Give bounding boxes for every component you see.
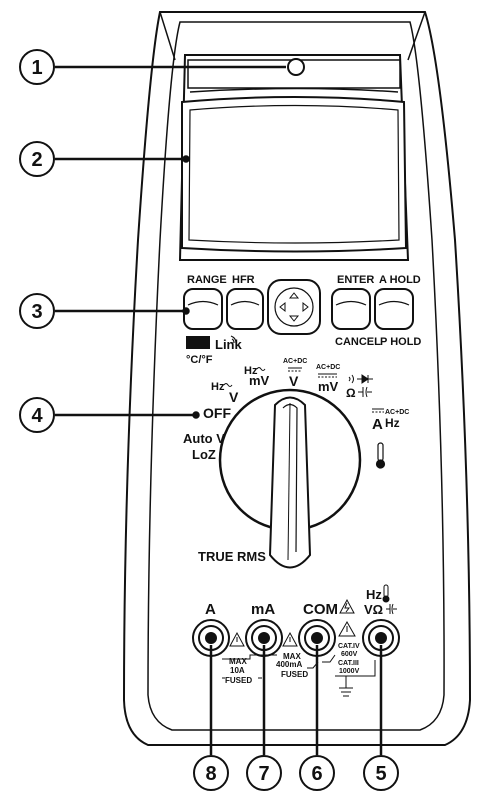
cat-iii-voltage: 1000V	[339, 668, 360, 675]
callout-4: 4	[19, 397, 55, 433]
cat-iv-label: CAT.IV	[338, 643, 360, 650]
warning-bolt-icon	[339, 598, 355, 614]
svg-text:1: 1	[31, 57, 42, 79]
ac-wave-icon	[223, 383, 233, 387]
wireless-icon	[230, 335, 237, 344]
ma-terminal[interactable]	[245, 619, 283, 657]
a-hold-button[interactable]	[374, 288, 414, 330]
warning-icon-3	[338, 620, 356, 637]
a-terminal[interactable]	[192, 619, 230, 657]
a-terminal-label: A	[205, 601, 216, 618]
meter-body	[122, 11, 472, 746]
cat-iii-label: CAT.III	[338, 660, 359, 667]
svg-text:8: 8	[205, 763, 216, 785]
cancel-label: CANCEL	[335, 336, 381, 348]
right-arrow-icon[interactable]	[302, 301, 309, 313]
callout-8: 8	[193, 755, 229, 791]
thermometer-icon	[375, 442, 386, 469]
ground-icon	[339, 676, 353, 697]
fuse-a-rating: 10A	[230, 666, 245, 675]
warning-icon-1	[229, 631, 245, 647]
callout-2: 2	[19, 141, 55, 177]
svg-text:4: 4	[31, 405, 43, 427]
com-terminal-label: COM	[303, 601, 338, 618]
light-sensor	[287, 58, 305, 76]
acdc-mv-label: AC+DC	[316, 364, 340, 371]
callout-6: 6	[299, 755, 335, 791]
callout-5: 5	[363, 755, 399, 791]
thermometer-small-icon	[382, 584, 390, 603]
range-button-label: RANGE	[187, 274, 227, 286]
callout-1: 1	[19, 49, 55, 85]
hz-a-label: Hz	[385, 416, 400, 430]
auto-v-label: Auto V	[183, 431, 225, 446]
hfr-button[interactable]	[226, 288, 264, 330]
v-ac-label: V	[229, 389, 239, 405]
mv-dc-label: mV	[318, 379, 339, 394]
enter-button-label: ENTER	[337, 274, 374, 286]
warning-icon-2	[282, 631, 298, 647]
lcd-screen	[181, 96, 408, 253]
backlight-indicator	[186, 336, 210, 349]
up-arrow-icon[interactable]	[288, 292, 300, 299]
svg-text:3: 3	[31, 301, 42, 323]
p-hold-label: P HOLD	[380, 336, 421, 348]
svg-text:7: 7	[258, 763, 269, 785]
rotary-dial[interactable]	[218, 388, 362, 569]
true-rms-label: TRUE RMS	[198, 549, 266, 564]
svg-text:2: 2	[31, 149, 42, 171]
enter-button[interactable]	[331, 288, 371, 330]
ohm-cap-label: Ω	[346, 386, 356, 400]
link-label: Link	[215, 337, 242, 352]
svg-text:6: 6	[311, 763, 322, 785]
hz-mv-label: Hz	[244, 365, 258, 377]
down-arrow-icon[interactable]	[288, 315, 300, 322]
ma-terminal-label: mA	[251, 601, 275, 618]
callout-3: 3	[19, 293, 55, 329]
ac-wave-icon-2	[256, 367, 266, 371]
hfr-button-label: HFR	[232, 274, 255, 286]
a-hold-button-label: A HOLD	[379, 274, 421, 286]
v-dc-label: V	[289, 373, 299, 389]
navigation-pad[interactable]	[267, 279, 321, 335]
a-label: A	[372, 416, 383, 433]
acdc-a-label: AC+DC	[385, 409, 409, 416]
hz-v-label: Hz	[211, 381, 225, 393]
temp-unit-label: °C/°F	[186, 354, 213, 366]
fuse-ma-fused: FUSED	[281, 670, 308, 679]
mv-ac-label: mV	[249, 373, 270, 388]
capacitor-icon	[358, 386, 372, 398]
cat-iv-voltage: 600V	[341, 651, 358, 658]
loz-label: LoZ	[192, 447, 216, 462]
off-label: OFF	[203, 405, 231, 421]
continuity-diode-icon	[348, 374, 373, 384]
com-terminal[interactable]	[298, 619, 336, 657]
range-button[interactable]	[183, 288, 223, 330]
v-ohm-terminal-label: VΩ	[364, 602, 383, 617]
fuse-a-max: MAX	[229, 657, 247, 666]
hz-terminal-label: Hz	[366, 587, 382, 602]
left-arrow-icon[interactable]	[279, 301, 286, 313]
callout-leaders	[55, 65, 383, 755]
fuse-a-fused: FUSED	[225, 676, 252, 685]
fuse-ma-max: MAX	[283, 652, 301, 661]
callout-7: 7	[246, 755, 282, 791]
fuse-ma-rating: 400mA	[276, 660, 302, 669]
acdc-v-label: AC+DC	[283, 358, 307, 365]
capacitor-small-icon	[386, 603, 397, 615]
svg-text:5: 5	[375, 763, 386, 785]
